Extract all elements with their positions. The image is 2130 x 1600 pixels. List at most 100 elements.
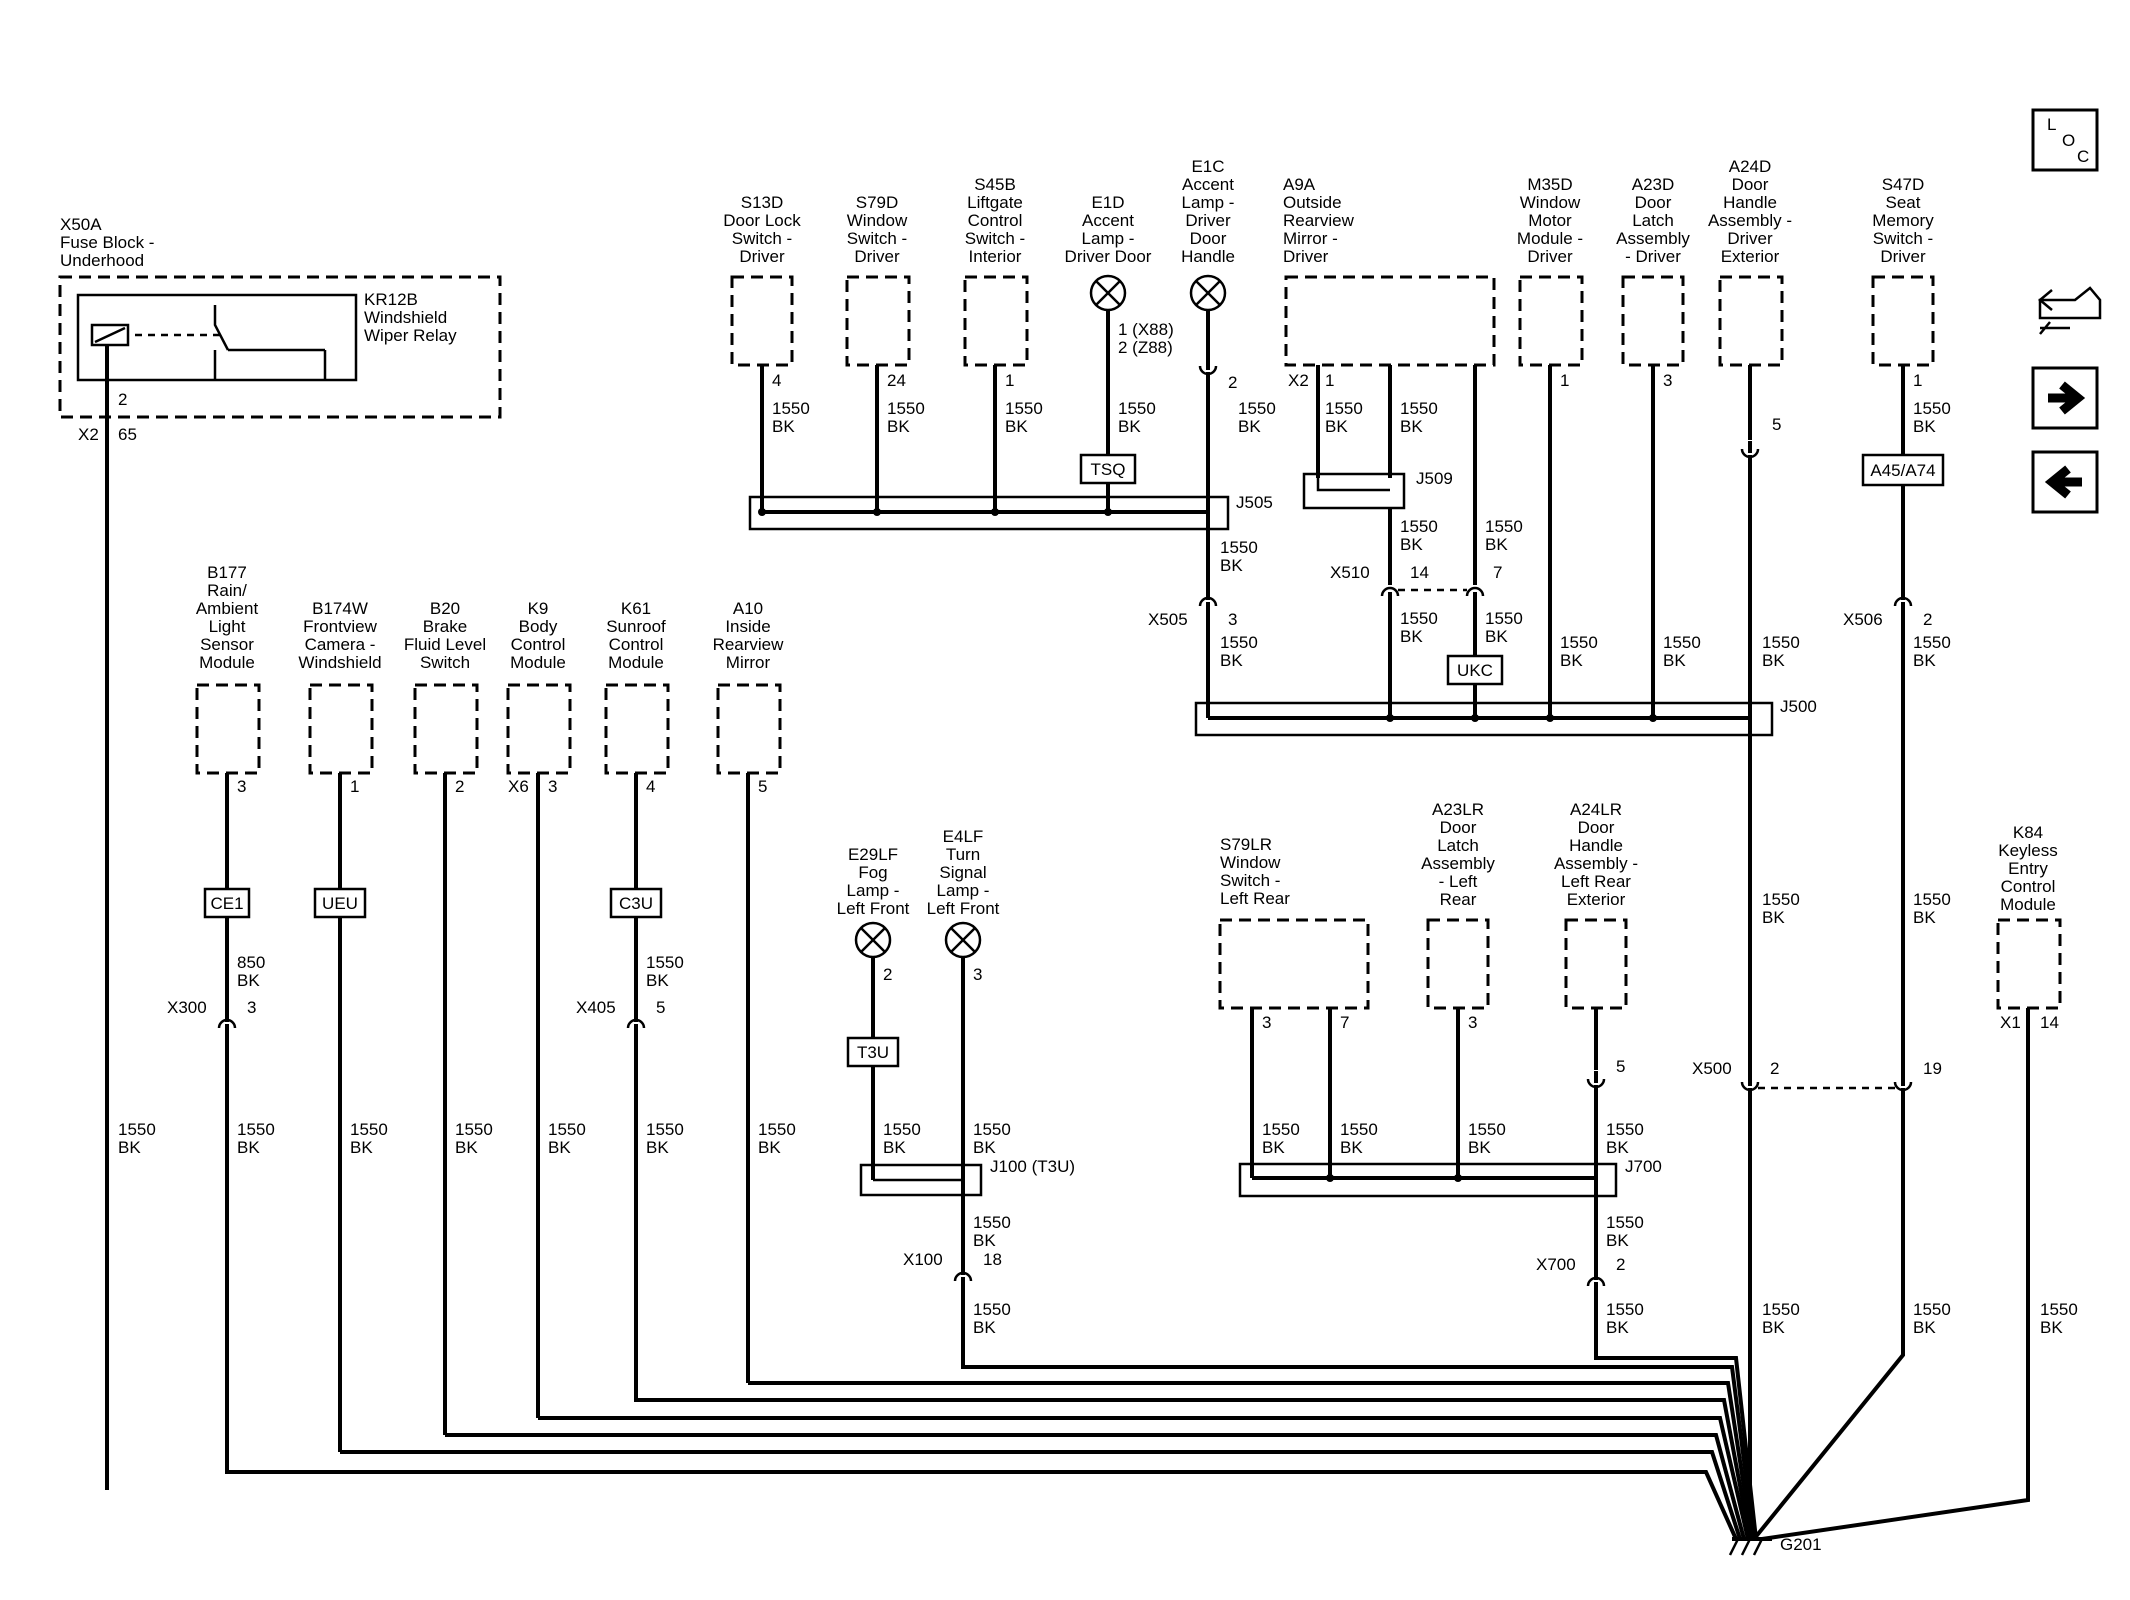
j505-dot-1 [873, 508, 881, 516]
s79lr-box [1218, 918, 1370, 1010]
k61-box [604, 683, 670, 775]
x500-id: X500 [1692, 1059, 1732, 1078]
a45a74-splice [1861, 453, 1945, 487]
fuse-pin: 2 [118, 390, 127, 409]
x100-connector [953, 1271, 973, 1282]
x505-connector [1198, 596, 1218, 607]
k84-conn: X1 [2000, 1013, 2021, 1032]
wire-x405-ground [634, 1036, 1752, 1540]
j500-dot-3 [1649, 714, 1657, 722]
s13d-box [730, 275, 794, 367]
car-service-icon[interactable] [2038, 286, 2102, 335]
a45a74-label: A45/A74 [1870, 461, 1935, 480]
relay-contact [213, 305, 230, 351]
x700-connector [1586, 1276, 1606, 1287]
arrow-right-icon [2048, 381, 2086, 415]
x500-pin-a: 2 [1770, 1059, 1779, 1078]
ground-hatch2 [1740, 1538, 1752, 1556]
x405-id: X405 [576, 998, 616, 1017]
e1d-pin: 1 (X88)2 (Z88) [1118, 320, 1174, 357]
t3u-splice-label: T3U [857, 1043, 889, 1062]
x700-pin: 2 [1616, 1255, 1625, 1274]
ce1-splice-label: CE1 [210, 894, 243, 913]
ground-hatch1 [1728, 1538, 1740, 1556]
j505-splice [748, 495, 1230, 531]
b20-box [413, 683, 479, 775]
a10-pin: 5 [758, 777, 767, 796]
s79d-box [845, 275, 911, 367]
relay-box [76, 293, 358, 382]
loc-o: O [2062, 131, 2075, 150]
x505-id: X505 [1148, 610, 1188, 629]
s45b-pin: 1 [1005, 371, 1014, 390]
fuse-block-id: X50A [60, 215, 102, 234]
j500-splice [1194, 701, 1774, 737]
e1c-lamp-icon-x2 [1195, 280, 1221, 306]
wire-b174w-ground [340, 1450, 1742, 1540]
wrench [2039, 321, 2070, 335]
j700-dot-1 [1454, 1174, 1462, 1182]
j500-dot-1 [1471, 714, 1479, 722]
relay-id: KR12B [364, 290, 418, 309]
car-body [2038, 286, 2102, 320]
wire-x300-ground [225, 1036, 1738, 1540]
wire-a10-ground [748, 1381, 1754, 1540]
j700-splice [1238, 1162, 1618, 1198]
x510-pin-a: 14 [1410, 563, 1429, 582]
a23lr-box [1426, 918, 1490, 1010]
a23d-pin: 3 [1663, 371, 1672, 390]
j505-dot-2 [991, 508, 999, 516]
location-button[interactable] [2031, 108, 2099, 172]
wire-k84-ground [1761, 1008, 2030, 1541]
a24lr-pin: 5 [1616, 1057, 1625, 1076]
a9a-pin: 1 [1325, 371, 1334, 390]
a24d-pin: 5 [1772, 415, 1781, 434]
x405-pin: 5 [656, 998, 665, 1017]
e4lf-lamp-icon-x2 [950, 927, 976, 953]
j700-label: J700 [1625, 1157, 1662, 1176]
ukc-splice [1446, 654, 1504, 686]
a10-box [716, 683, 782, 775]
j700-dot-0 [1326, 1174, 1334, 1182]
b177-pin: 3 [237, 777, 246, 796]
wire-b20-ground [445, 1433, 1746, 1540]
x300-connector [217, 1018, 237, 1029]
j505-dot-3 [1104, 508, 1112, 516]
fuse-conn: X2 [78, 425, 99, 444]
a24lr-box [1564, 918, 1628, 1010]
a9a-box [1284, 275, 1496, 367]
x500-pin-b: 19 [1923, 1059, 1942, 1078]
x510-pin-b: 7 [1493, 563, 1502, 582]
